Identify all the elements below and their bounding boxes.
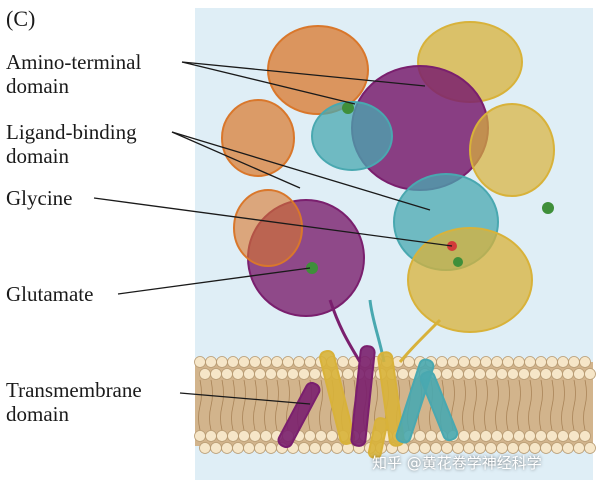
ntd-teal-subunit — [311, 101, 393, 171]
label-glycine: Glycine — [6, 186, 73, 210]
lbd-yellow-subunit — [407, 227, 533, 333]
tm-helix-purple — [277, 381, 321, 449]
leader-amino-terminal-1 — [181, 61, 356, 105]
leader-glycine — [93, 197, 453, 247]
lbd-orange-subunit — [233, 189, 303, 267]
ntd-yellow-subunit-2 — [469, 103, 555, 197]
amino-terminal-domain-region — [221, 21, 555, 197]
tm-helix-yellow-2 — [377, 351, 405, 447]
label-transmembrane-line2: domain — [6, 402, 69, 426]
leader-ligand-binding-1 — [171, 131, 301, 189]
panel-letter: (C) — [6, 6, 36, 31]
label-ligand-binding: Ligand-binding domain — [6, 120, 137, 168]
tm-helix-yellow-3 — [367, 417, 389, 459]
label-transmembrane-line1: Transmembrane — [6, 378, 142, 402]
leader-amino-terminal-2 — [181, 61, 426, 87]
ligand-glutamate-2 — [453, 257, 463, 267]
bound-ligands — [306, 102, 554, 274]
label-amino-terminal-line2: domain — [6, 74, 69, 98]
leader-ligand-binding-2 — [171, 131, 431, 211]
label-leader-lines — [93, 61, 453, 405]
watermark: 知乎 @黄花卷学神经科学 — [372, 454, 542, 472]
leader-transmembrane — [179, 392, 311, 405]
ntd-orange-subunit — [267, 25, 369, 115]
ligand-binding-domain-region — [233, 173, 533, 333]
tm-helix-teal-2 — [419, 370, 459, 442]
tm-helix-yellow — [319, 349, 356, 445]
transmembrane-helices — [277, 345, 459, 459]
ligand-amino-terminal — [342, 102, 354, 114]
label-ligand-binding-line2: domain — [6, 144, 69, 168]
label-glutamate: Glutamate — [6, 282, 94, 306]
label-amino-terminal-line1: Amino-terminal — [6, 50, 142, 74]
label-ligand-binding-line1: Ligand-binding — [6, 120, 137, 144]
tm-helix-purple-2 — [350, 345, 376, 447]
leader-glutamate — [117, 267, 311, 295]
ligand-glutamate — [306, 262, 318, 274]
label-transmembrane: Transmembrane domain — [6, 378, 142, 426]
ntd-orange-subunit-2 — [221, 99, 295, 177]
label-amino-terminal: Amino-terminal domain — [6, 50, 141, 98]
ligand-peripheral — [542, 202, 554, 214]
